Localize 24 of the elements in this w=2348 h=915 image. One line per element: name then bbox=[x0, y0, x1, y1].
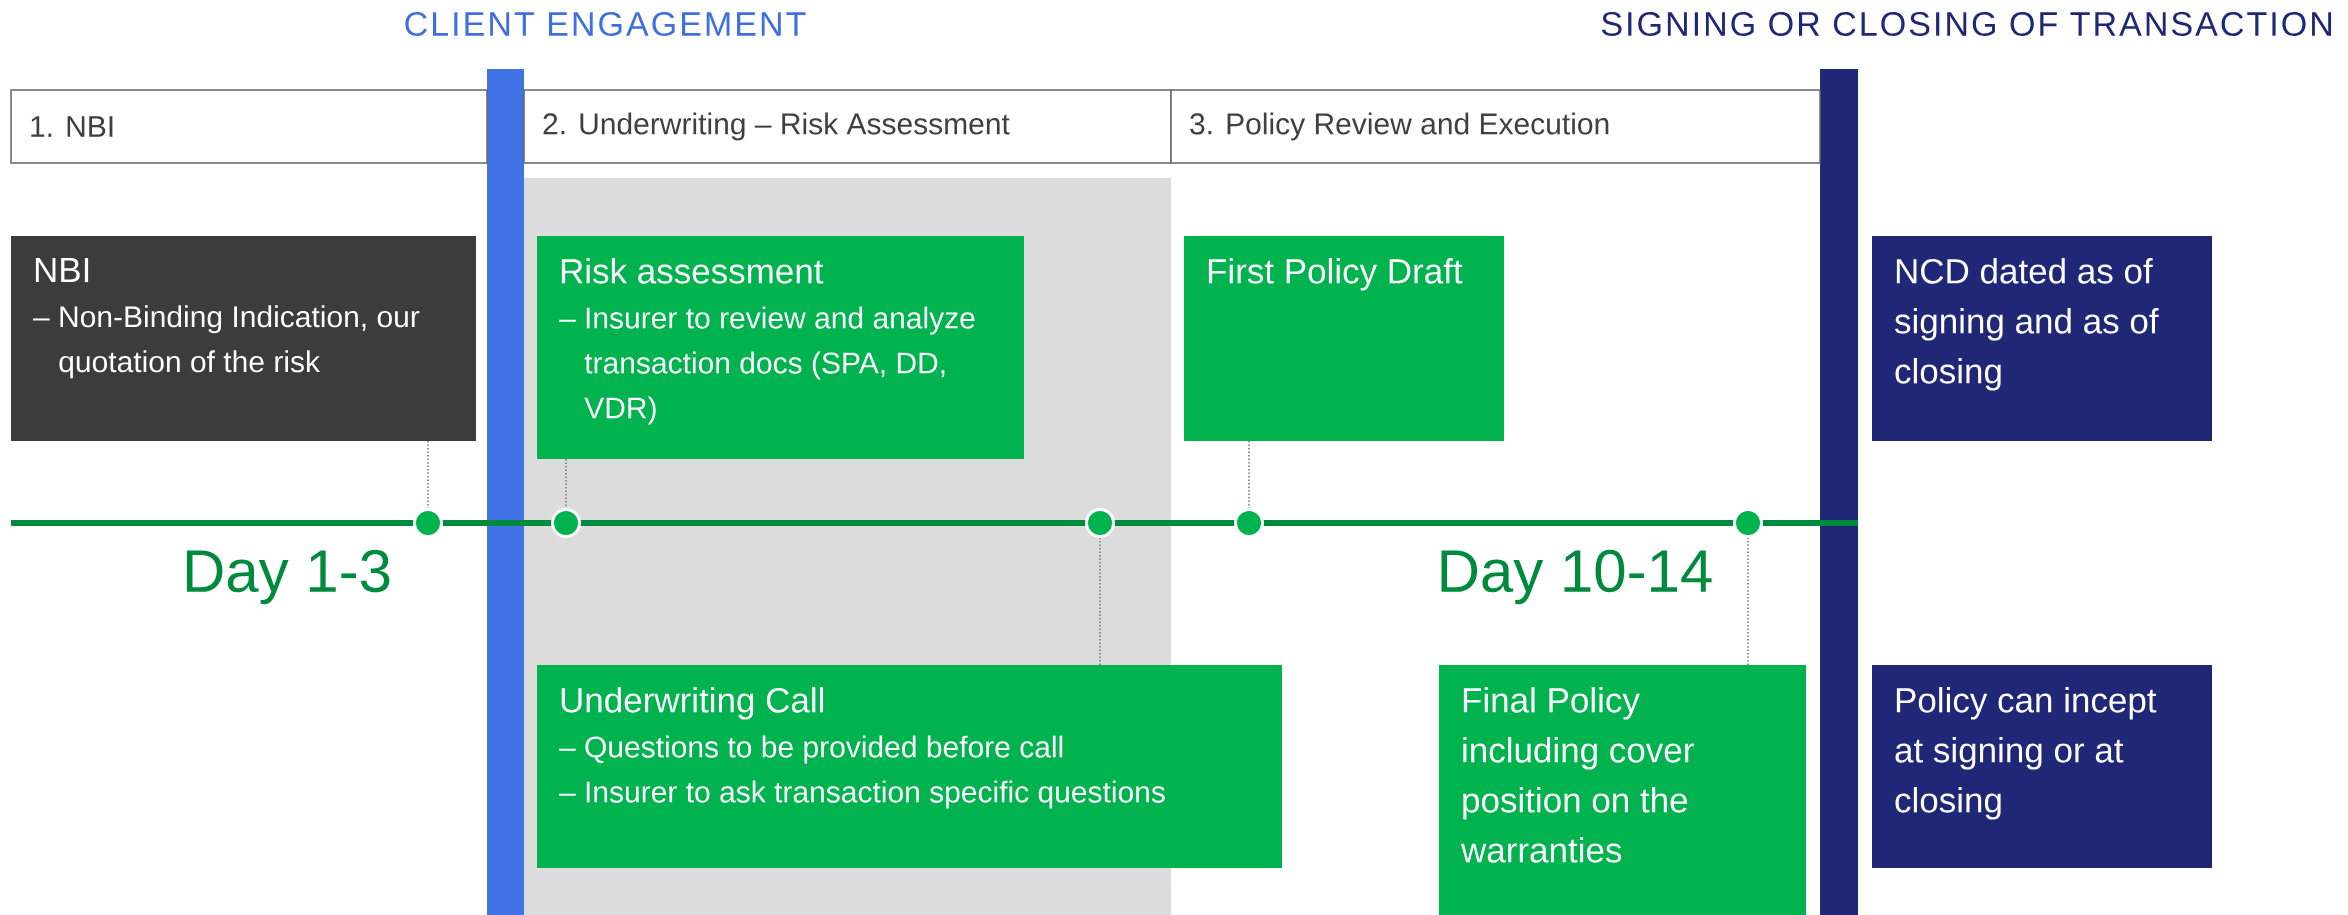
milestone-box: Risk assessment – Insurer to review and analyze transaction docs (SPA, DD, VDR) bbox=[537, 236, 1024, 459]
milestone-box: Final Policy including cover position on the warranties bbox=[1439, 665, 1806, 915]
milestone-bar bbox=[1820, 69, 1858, 915]
milestone-box: NBI – Non-Binding Indication, our quotation of the risk bbox=[11, 236, 476, 441]
leader-line bbox=[427, 440, 429, 509]
phase-header-box: 1. NBI bbox=[10, 89, 488, 164]
leader-line bbox=[1747, 537, 1749, 666]
milestone-box: Policy can incept at signing or at closing bbox=[1872, 665, 2212, 868]
milestone-bar bbox=[487, 69, 524, 915]
day-range-label: Day 10-14 bbox=[1441, 549, 1712, 605]
phase-header-box: 2. Underwriting – Risk Assessment bbox=[523, 89, 1172, 164]
timeline-dot bbox=[1733, 508, 1763, 538]
leader-line bbox=[1099, 537, 1101, 666]
milestone-box: NCD dated as of signing and as of closing bbox=[1872, 236, 2212, 441]
milestone-box: First Policy Draft bbox=[1184, 236, 1504, 441]
leader-line bbox=[1248, 440, 1250, 509]
milestone-box: Underwriting Call – Questions to be provided before call – Insurer to ask transaction specific questions bbox=[537, 665, 1282, 868]
section-heading: CLIENT ENGAGEMENT bbox=[405, 11, 806, 36]
day-range-label: Day 1-3 bbox=[186, 549, 390, 605]
timeline-dot bbox=[413, 508, 443, 538]
leader-line bbox=[565, 458, 567, 509]
timeline-dot bbox=[1234, 508, 1264, 538]
phase-header-box: 3. Policy Review and Execution bbox=[1170, 89, 1821, 164]
section-heading: SIGNING OR CLOSING OF TRANSACTION bbox=[1601, 11, 2332, 36]
